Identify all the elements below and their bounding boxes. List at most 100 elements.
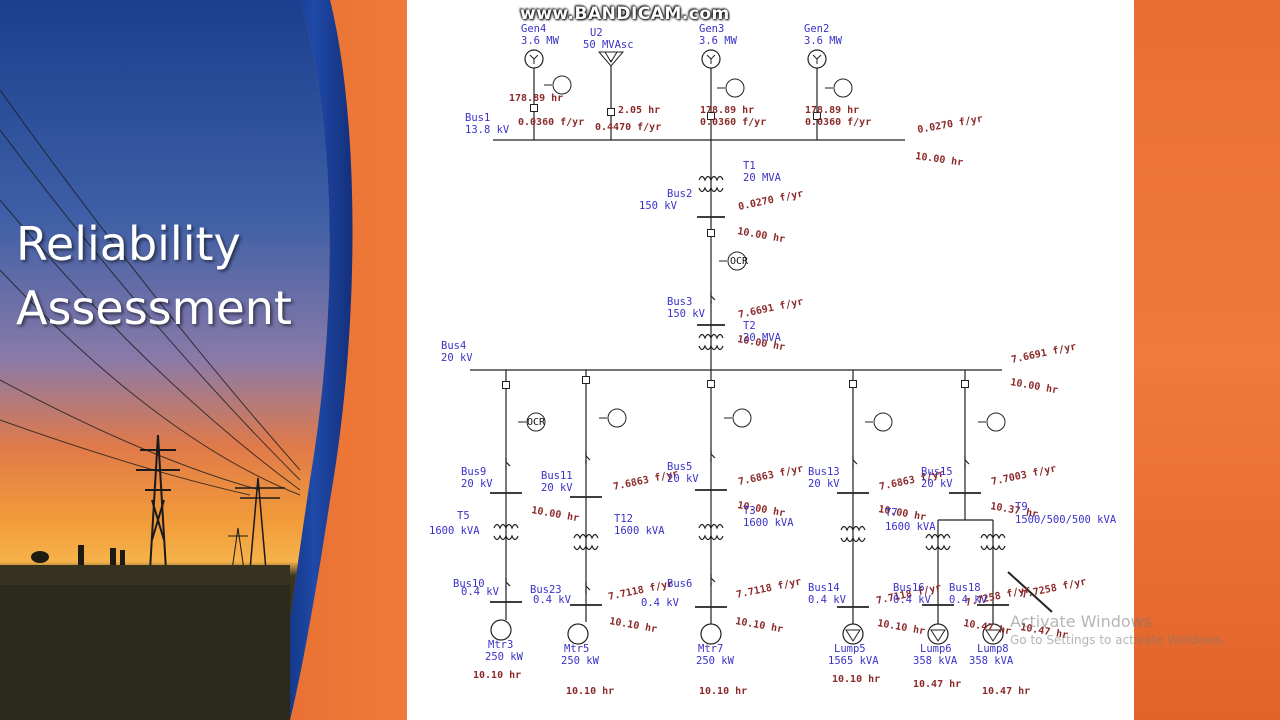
activation-subtitle: Go to Settings to activate Windows.	[1010, 633, 1225, 647]
bus18-name: Bus18	[949, 582, 981, 594]
bus14-repair: 10.10 hr	[876, 618, 925, 637]
ocr-relay-icon	[716, 78, 745, 98]
mtr3-rating: 250 kW	[485, 651, 524, 663]
ocr-relay-icon	[543, 75, 572, 95]
lump8-name: Lump8	[977, 643, 1009, 655]
activation-title: Activate Windows	[1010, 612, 1153, 631]
bus4-kv: 20 kV	[441, 352, 473, 364]
tree-line	[31, 545, 125, 565]
pylon-right	[235, 477, 285, 571]
gen3-rating: 3.6 MW	[699, 35, 738, 47]
mtr3-repair: 10.10 hr	[473, 670, 521, 681]
lump5-name: Lump5	[834, 643, 866, 655]
bus4-repair: 10.00 hr	[1009, 377, 1058, 396]
t12-name: T12	[614, 513, 633, 525]
field	[0, 565, 290, 720]
pylon-large	[136, 434, 180, 571]
lump-load-icon	[927, 623, 949, 645]
bus4-name: Bus4	[441, 340, 466, 352]
gen4-repair: 178.89 hr	[509, 93, 563, 104]
title-line-1: Reliability	[16, 217, 241, 271]
mtr5-repair: 10.10 hr	[566, 686, 614, 697]
utility-grid-symbol	[597, 51, 625, 67]
gen3-symbol	[701, 49, 721, 69]
bus6-name: Bus6	[667, 578, 692, 590]
title-line-2: Assessment	[16, 281, 292, 335]
bus23-repair: 10.10 hr	[608, 616, 657, 635]
bus16-kv: 0.4 kV	[893, 594, 932, 606]
bus9-name: Bus9	[461, 466, 486, 478]
t9-rating: 1500/500/500 kVA	[1015, 514, 1117, 526]
gen3-rate: 0.0360 f/yr	[700, 117, 766, 128]
lump8-rating: 358 kVA	[969, 655, 1014, 667]
ocr-relay-icon	[824, 78, 853, 98]
gen2-rate: 0.0360 f/yr	[805, 117, 871, 128]
bus9-kv: 20 kV	[461, 478, 493, 490]
bus2-name: Bus2	[667, 188, 692, 200]
bus23-kv: 0.4 kV	[533, 594, 572, 606]
bus18-rate: 7.7258 f/yr	[1020, 576, 1087, 601]
ocr-text: OCR	[730, 256, 749, 267]
single-line-diagram-svg: Gen4 3.6 MW U2 50 MVAsc Gen3 3.6 MW Gen2…	[429, 23, 1117, 697]
mtr7-rating: 250 kW	[696, 655, 735, 667]
bus13-name: Bus13	[808, 466, 840, 478]
bus5-rate: 7.6863 f/yr	[737, 463, 804, 488]
t2-name: T2	[743, 320, 756, 332]
mtr5-name: Mtr5	[564, 643, 589, 655]
mtr3-name: Mtr3	[488, 639, 513, 651]
bus3-name: Bus3	[667, 296, 692, 308]
t3-name: T3	[743, 505, 756, 517]
t9-name: T9	[1015, 501, 1028, 513]
bus3-kv: 150 kV	[667, 308, 706, 320]
bus1-kv: 13.8 kV	[465, 124, 510, 136]
t5-rating: 1600 kVA	[429, 525, 480, 537]
gen2-name: Gen2	[804, 23, 829, 35]
t2-rating: 20 MVA	[743, 332, 782, 344]
gen4-symbol	[524, 49, 544, 69]
motor-icon	[490, 619, 512, 641]
bus15-name: Bus15	[921, 466, 953, 478]
slide-title: Reliability Assessment	[16, 212, 292, 340]
t12-rating: 1600 kVA	[614, 525, 665, 537]
ocr-text: OCR	[527, 417, 546, 428]
gen2-symbol	[807, 49, 827, 69]
bus6-kv: 0.4 kV	[641, 597, 680, 609]
blue-wave-band	[275, 0, 353, 720]
u2-rate: 0.4470 f/yr	[595, 122, 661, 133]
bus23-name: Bus23	[530, 584, 562, 596]
motor-icon	[700, 623, 722, 645]
bus6-repair: 10.10 hr	[734, 616, 783, 635]
ocr-relay-icon	[598, 408, 627, 428]
bus1-repair: 10.00 hr	[915, 151, 964, 169]
bus1-rate: 0.0270 f/yr	[917, 114, 984, 136]
bus11-repair: 10.00 hr	[530, 505, 579, 524]
sunset-powerline-background	[0, 0, 410, 720]
bus15-rate: 7.7003 f/yr	[990, 463, 1057, 488]
sky-photo	[0, 0, 330, 720]
t1-rating: 20 MVA	[743, 172, 782, 184]
mtr5-rating: 250 kW	[561, 655, 600, 667]
bus1-name: Bus1	[465, 112, 490, 124]
lump-load-icon	[982, 623, 1004, 645]
gen2-rating: 3.6 MW	[804, 35, 843, 47]
mtr7-repair: 10.10 hr	[699, 686, 747, 697]
bus2-rate: 0.0270 f/yr	[737, 188, 804, 213]
gen2-repair: 178.89 hr	[805, 105, 859, 116]
title-panel: Reliability Assessment	[0, 0, 410, 720]
lump6-rating: 358 kVA	[913, 655, 958, 667]
gen4-rating: 3.6 MW	[521, 35, 560, 47]
bus6-rate: 7.7118 f/yr	[735, 576, 802, 601]
t1-name: T1	[743, 160, 756, 172]
gen4-name: Gen4	[521, 23, 546, 35]
ocr-relay-icon	[723, 408, 752, 428]
u2-repair: 2.05 hr	[618, 105, 660, 116]
gen3-name: Gen3	[699, 23, 724, 35]
bus10-kv: 0.4 kV	[461, 586, 500, 598]
bus14-name: Bus14	[808, 582, 840, 594]
lump6-repair: 10.47 hr	[913, 679, 961, 690]
t7-name: T7	[885, 507, 898, 519]
gen3-repair: 178.89 hr	[700, 105, 754, 116]
pylon-small	[228, 527, 248, 571]
bus5-kv: 20 kV	[667, 473, 699, 485]
